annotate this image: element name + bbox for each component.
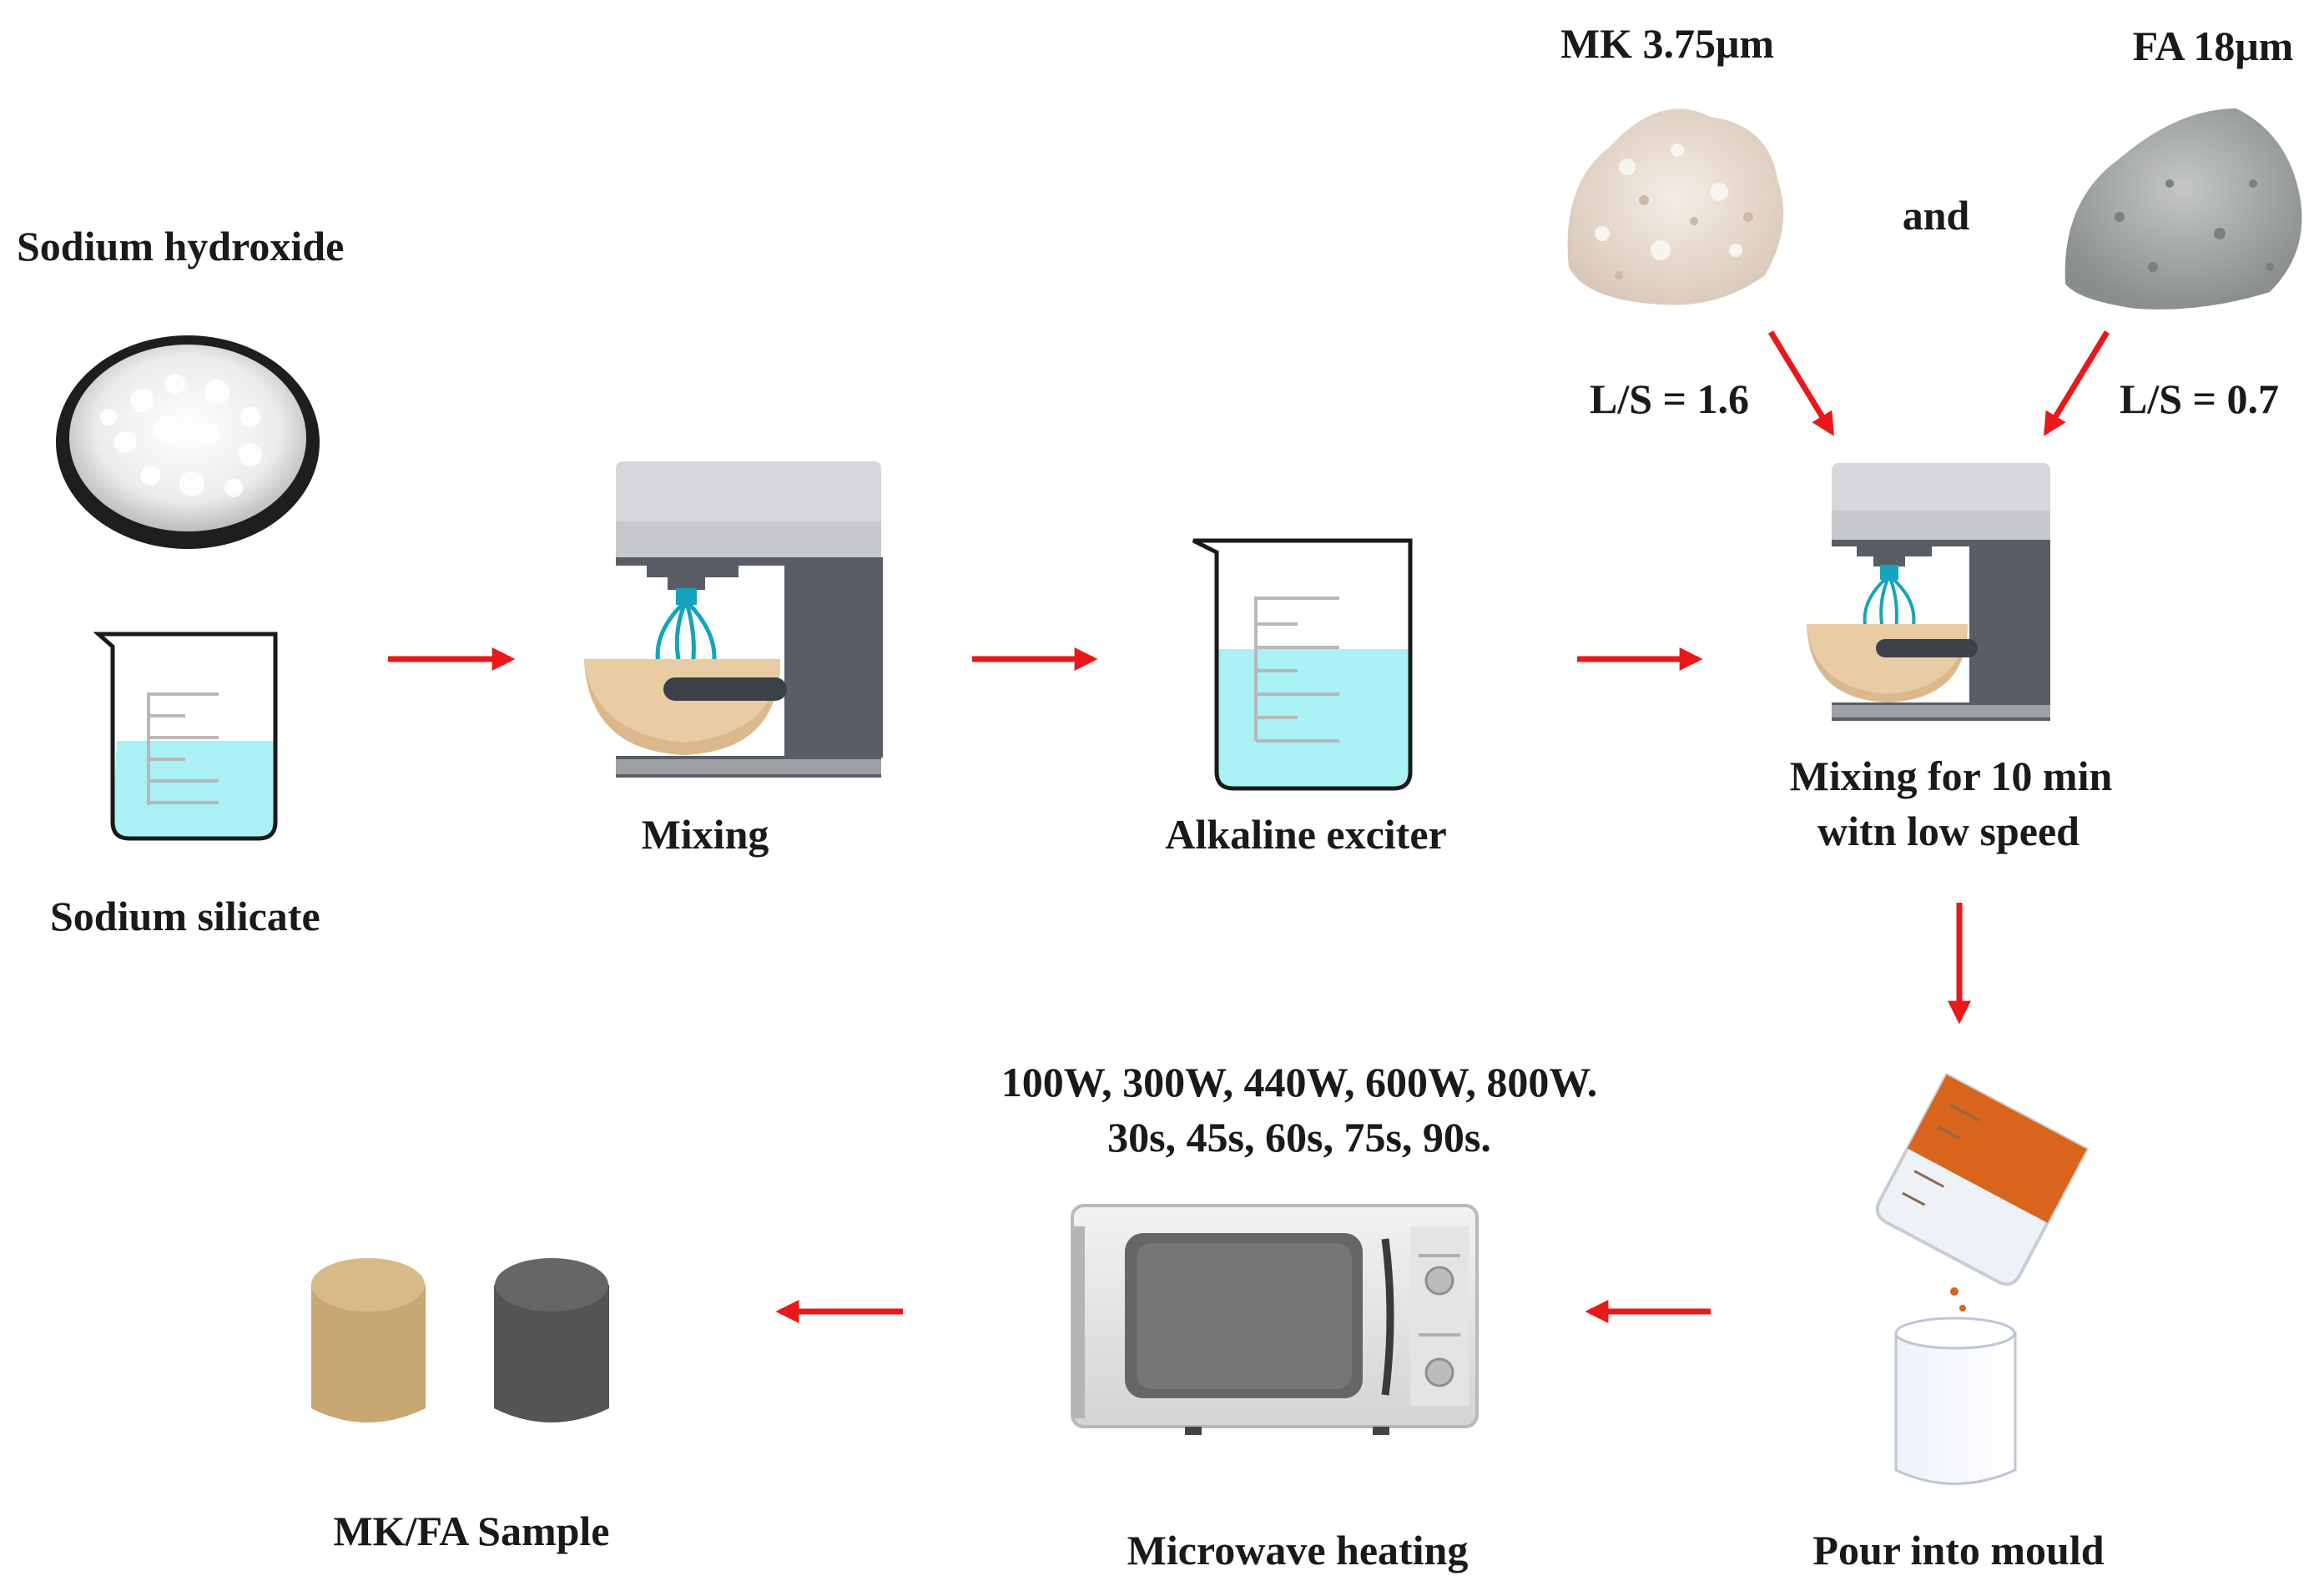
arrow-mk-to-mixer (1768, 330, 1834, 436)
label-power-levels: 100W, 300W, 440W, 600W, 800W. (1001, 1059, 1598, 1105)
sodium-silicate-beaker-icon (93, 632, 278, 841)
label-ls-fa: L/S = 0.7 (2120, 375, 2280, 422)
label-sodium-hydroxide: Sodium hydroxide (17, 223, 345, 269)
mk-powder-icon (1567, 108, 1784, 305)
label-fa: FA 18μm (2132, 23, 2294, 69)
label-microwave-heating: Microwave heating (1127, 1527, 1469, 1573)
label-sodium-silicate: Sodium silicate (50, 893, 320, 939)
mixer-icon (584, 461, 883, 778)
alkaline-exciter-beaker-icon (1192, 538, 1413, 791)
label-heating-times: 30s, 45s, 60s, 75s, 90s. (1107, 1114, 1491, 1160)
label-and: and (1902, 192, 1970, 239)
label-alkaline-exciter: Alkaline exciter (1165, 811, 1447, 858)
pour-into-mould-icon (1875, 1072, 2090, 1485)
label-pour-into-mould: Pour into mould (1812, 1527, 2105, 1573)
arrow-fa-to-mixer (2044, 330, 2110, 436)
label-mkfa-sample: MK/FA Sample (333, 1508, 610, 1554)
mk-sample-cylinder-icon (311, 1258, 426, 1422)
label-mk: MK 3.75μm (1560, 20, 1775, 67)
label-mixing-low-line2: witn low speed (1817, 808, 2080, 854)
sodium-hydroxide-dish-icon (56, 335, 320, 549)
label-ls-mk: L/S = 1.6 (1590, 375, 1750, 422)
fa-sample-cylinder-icon (494, 1258, 609, 1422)
microwave-icon (1071, 1204, 1479, 1435)
fa-powder-icon (2064, 108, 2302, 310)
label-mixing-low-line1: Mixing for 10 min (1789, 753, 2113, 799)
label-mixing: Mixing (641, 811, 769, 858)
mixer-low-speed-icon (1807, 463, 2050, 721)
